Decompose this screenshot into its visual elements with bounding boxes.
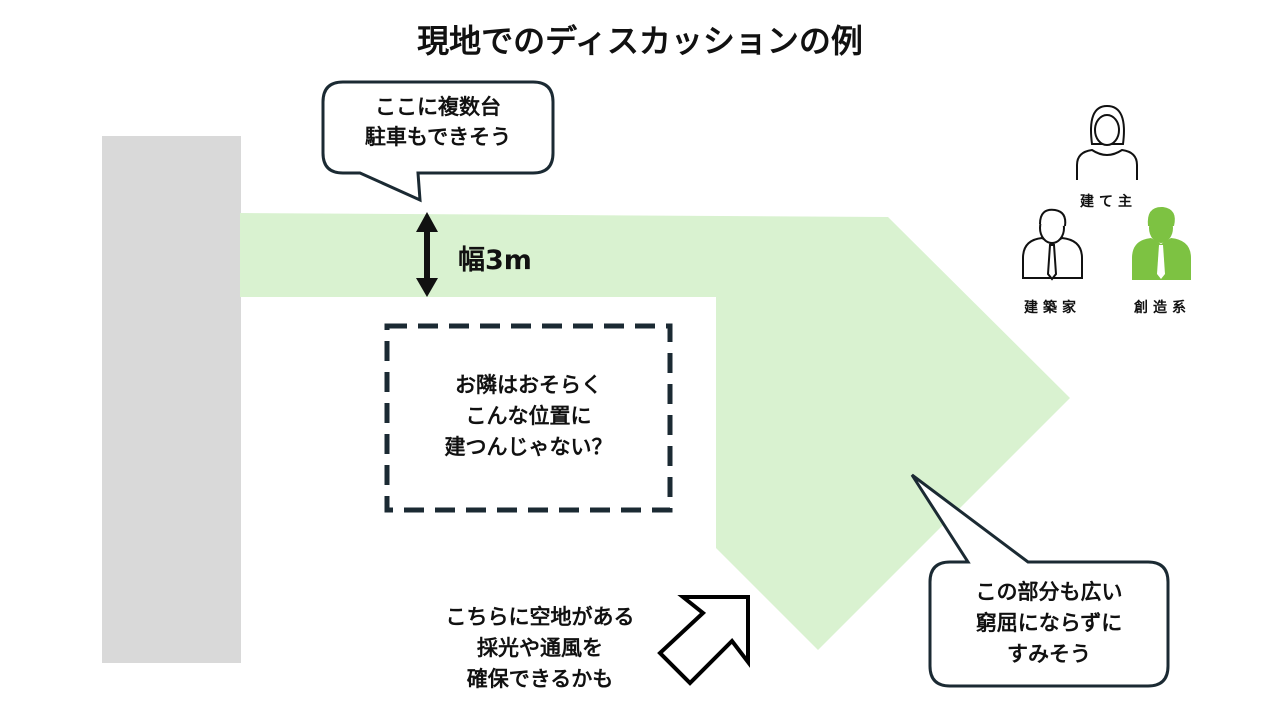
page-title: 現地でのディスカッションの例 bbox=[417, 22, 863, 60]
callout-parking-bubble bbox=[321, 80, 555, 203]
neighbor-text: お隣はおそらく こんな位置に 建つんじゃない？ bbox=[444, 373, 613, 459]
open-space-arrow-icon bbox=[657, 595, 750, 686]
width-arrow-icon bbox=[416, 212, 438, 297]
callout-corner-bubble bbox=[910, 473, 1170, 688]
width-label: 幅3m bbox=[458, 245, 532, 276]
architect-icon bbox=[1022, 208, 1083, 281]
person-label-architect: 建築家 bbox=[1024, 300, 1081, 316]
callout-corner-text: この部分も広い 窮屈にならずに すみそう bbox=[975, 580, 1123, 666]
callout-parking-text: ここに複数台 駐車もできそう bbox=[364, 95, 512, 149]
site-passage bbox=[240, 213, 1070, 650]
person-label-owner: 建て主 bbox=[1080, 194, 1137, 210]
adjacent-building bbox=[102, 136, 241, 663]
woman-icon bbox=[1076, 104, 1138, 180]
neighbor-house-outline bbox=[384, 323, 673, 513]
person-label-creative: 創造系 bbox=[1134, 300, 1191, 316]
creative-icon bbox=[1132, 206, 1191, 280]
open-space-text: こちらに空地がある 採光や通風を 確保できるかも bbox=[445, 605, 635, 691]
